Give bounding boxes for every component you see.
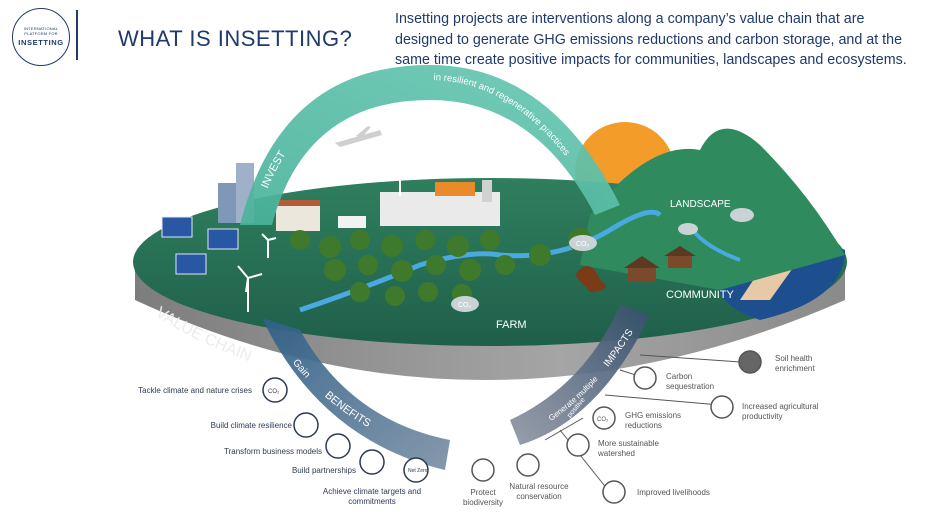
truck bbox=[338, 216, 366, 228]
office-building bbox=[218, 183, 240, 223]
logo-line-2: PLATFORM FOR bbox=[24, 31, 58, 36]
farm-trees bbox=[290, 228, 592, 306]
benefits-arc bbox=[262, 318, 450, 470]
co2-cloud-icon bbox=[451, 208, 754, 312]
river bbox=[299, 209, 662, 313]
logo: INTERNATIONAL PLATFORM FOR INSETTING bbox=[12, 8, 70, 66]
impact-label: Soil health enrichment bbox=[775, 354, 815, 373]
intro-text: Insetting projects are interventions alo… bbox=[395, 11, 907, 68]
livelihoods-icon bbox=[602, 480, 626, 504]
crop-icon bbox=[710, 395, 734, 419]
benefit-label: Achieve climate targets and commitments bbox=[322, 487, 422, 506]
conservation-icon bbox=[516, 453, 540, 477]
co2-label: CO₂ bbox=[458, 302, 472, 309]
impact-label: Improved livelihoods bbox=[637, 488, 710, 497]
invest-arc bbox=[240, 65, 620, 225]
wind-turbine-icon bbox=[237, 176, 401, 312]
net-zero-icon bbox=[403, 457, 429, 483]
logo-line-1: INTERNATIONAL bbox=[23, 26, 59, 32]
impact-label: Natural resource conservation bbox=[509, 482, 569, 501]
impact-label: More sustainable watershed bbox=[598, 439, 659, 458]
benefit-label: Transform business models bbox=[224, 447, 322, 456]
impact-label: Protect biodiversity bbox=[462, 488, 503, 507]
soil-icon bbox=[738, 350, 762, 374]
shop-building bbox=[276, 205, 320, 231]
tree-trunk bbox=[575, 266, 606, 292]
benefit-label: Tackle climate and nature crises bbox=[138, 386, 252, 395]
co2-label: CO₂ bbox=[576, 241, 590, 248]
factory bbox=[380, 192, 500, 226]
net-zero-text: Net Zero bbox=[408, 468, 428, 474]
logo-line-3: INSETTING bbox=[18, 37, 64, 47]
benefit-label: Build climate resilience bbox=[210, 421, 292, 430]
handshake-icon bbox=[359, 449, 385, 475]
impact-label: GHG emissions reductions bbox=[625, 411, 682, 430]
benefit-label: Build partnerships bbox=[291, 466, 356, 475]
page-title: WHAT IS INSETTING? bbox=[118, 26, 353, 51]
landscape-label: LANDSCAPE bbox=[670, 199, 731, 210]
watershed-icon bbox=[566, 433, 590, 457]
solar-panels bbox=[161, 216, 239, 275]
impact-label: Carbon sequestration bbox=[666, 372, 715, 391]
airplane-icon bbox=[335, 126, 382, 147]
co2-cycle-icon bbox=[262, 377, 288, 403]
community-huts bbox=[624, 246, 696, 282]
farm-label: FARM bbox=[496, 319, 527, 331]
biodiversity-icon bbox=[471, 458, 495, 482]
impact-label: Increased agricultural productivity bbox=[742, 402, 819, 421]
co2-cycle-text: CO₂ bbox=[268, 389, 280, 395]
community-label: COMMUNITY bbox=[666, 289, 734, 301]
carbon-icon bbox=[633, 366, 657, 390]
header-divider bbox=[76, 10, 78, 60]
co2-icon-text: CO₂ bbox=[597, 417, 609, 423]
hills bbox=[580, 128, 845, 290]
impacts-arc bbox=[510, 305, 650, 445]
co2-icon bbox=[592, 406, 616, 430]
resilience-icon bbox=[293, 412, 319, 438]
chart-icon bbox=[325, 433, 351, 459]
